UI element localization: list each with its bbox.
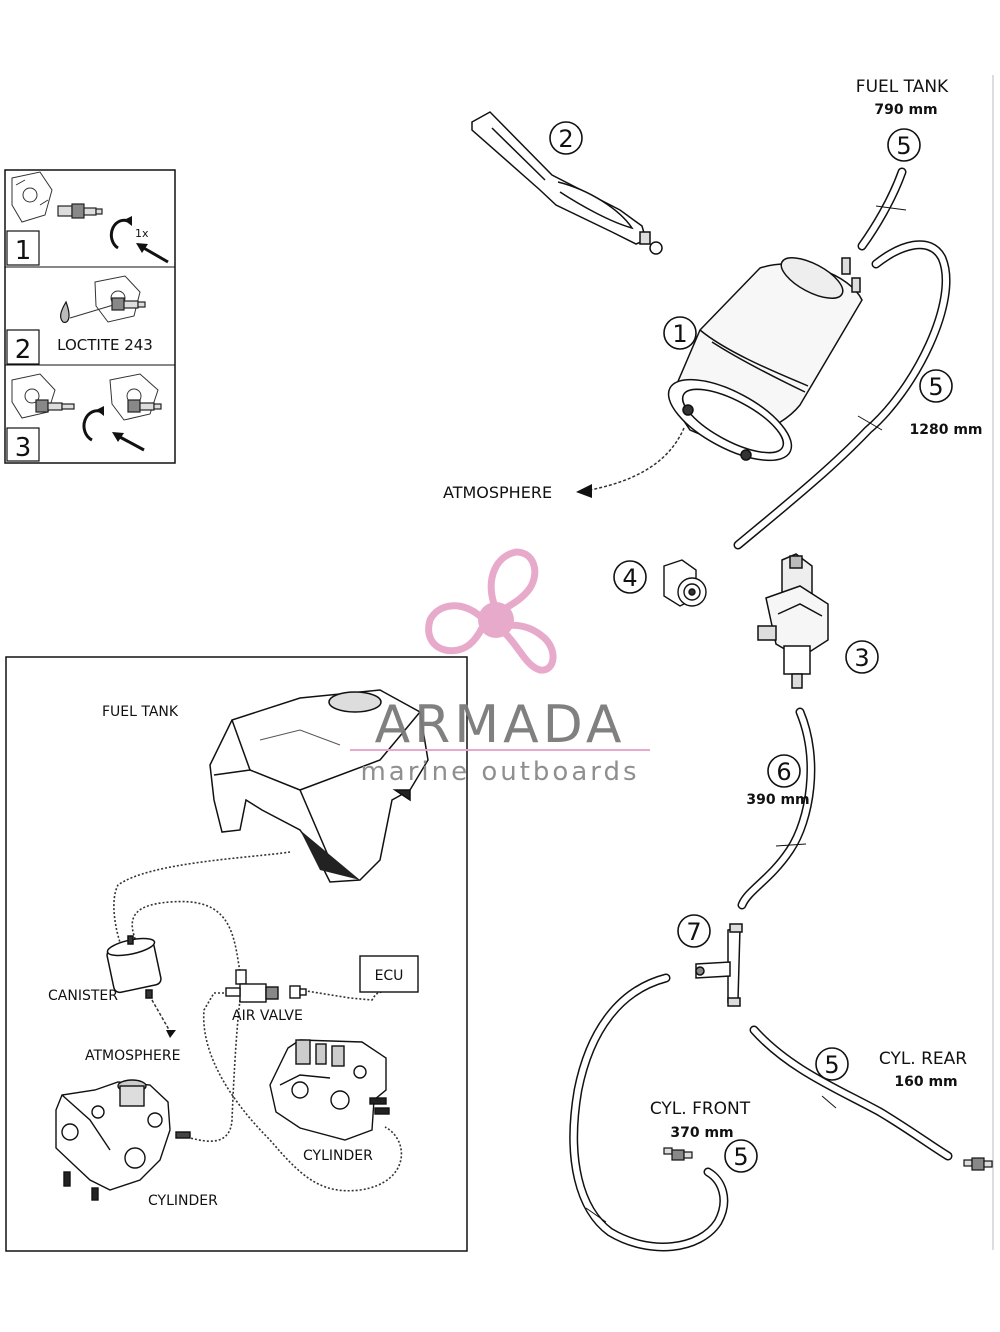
- carbon-canister: [667, 257, 863, 462]
- atmosphere-label: ATMOSPHERE: [443, 483, 552, 502]
- inset-air-valve-label: AIR VALVE: [232, 1008, 303, 1024]
- air-valve: [757, 553, 829, 689]
- steps-panel: 1 1x 2: [4, 169, 176, 464]
- svg-text:1: 1: [672, 320, 687, 348]
- fuel-tank-drawing: [209, 689, 429, 883]
- part-callout-5-front: 5: [724, 1139, 758, 1173]
- part-callout-4: 4: [613, 560, 647, 594]
- hose-cyl-front: [569, 973, 729, 1252]
- part-callout-5-long: 5: [919, 369, 953, 403]
- svg-text:5: 5: [896, 132, 911, 160]
- inset-rear-cylinder-drawing: [269, 1039, 390, 1141]
- cyl-rear-hose-length: 160 mm: [894, 1074, 957, 1090]
- hose-to-fuel-tank: [857, 167, 907, 251]
- atmosphere-vent-arrow: [589, 427, 685, 491]
- nipple-fitting-icon: [111, 297, 146, 311]
- inset-fuel-tank-label: FUEL TANK: [102, 704, 179, 720]
- step-1-note: 1x: [135, 227, 149, 240]
- engine-case-icon: [11, 171, 53, 223]
- hose-1280mm: [733, 240, 951, 550]
- hose-390mm-length: 390 mm: [746, 792, 809, 808]
- step-2-note: LOCTITE 243: [57, 336, 153, 354]
- svg-text:2: 2: [558, 125, 573, 153]
- inset-ecu-box: ECU: [359, 955, 419, 993]
- watermark-tagline: marine outboards: [360, 757, 639, 787]
- step-1-number: 1: [15, 236, 32, 266]
- cyl-front-hose-length: 370 mm: [670, 1125, 733, 1141]
- main-exploded-view: 2 1 ATMOSPHERE FUEL TANK: [443, 77, 993, 1252]
- nipple-fitting-icon: [35, 399, 162, 413]
- step-2-number: 2: [15, 335, 32, 365]
- cyl-rear-fitting: [963, 1157, 993, 1171]
- part-callout-6: 6: [767, 754, 801, 788]
- svg-text:5: 5: [928, 373, 943, 401]
- cyl-front-fitting: [663, 1147, 693, 1161]
- svg-text:5: 5: [733, 1143, 748, 1171]
- part-callout-3: 3: [845, 640, 879, 674]
- cyl-front-label: CYL. FRONT: [650, 1099, 751, 1119]
- part-callout-1: 1: [663, 316, 697, 350]
- watermark-brand: ARMADA: [375, 695, 626, 755]
- adhesive-drop-icon: [60, 300, 70, 323]
- y-connector: [695, 923, 743, 1007]
- armada-watermark: ARMADA marine outboards: [350, 548, 650, 787]
- fuel-tank-hose-length: 790 mm: [874, 102, 937, 118]
- valve-holder-clip: [663, 559, 707, 607]
- inset-front-cylinder-drawing: [55, 1079, 191, 1201]
- svg-text:4: 4: [622, 564, 637, 592]
- push-arrow-icon: [136, 243, 169, 264]
- system-schematic-inset: FUEL TANK CANISTER: [5, 656, 468, 1252]
- svg-text:3: 3: [854, 644, 869, 672]
- step-2: 2 LOCTITE 243: [6, 275, 153, 365]
- part-callout-5-tank: 5: [887, 128, 921, 162]
- inset-ecu-label: ECU: [375, 968, 404, 984]
- propeller-logo-icon: [425, 548, 557, 674]
- cyl-rear-label: CYL. REAR: [879, 1049, 967, 1069]
- canister-holder-bracket: [471, 111, 663, 255]
- nipple-fitting-icon: [57, 203, 103, 219]
- part-callout-7: 7: [677, 914, 711, 948]
- step-3-number: 3: [15, 433, 32, 463]
- fuel-tank-label: FUEL TANK: [856, 77, 949, 97]
- inset-canister-label: CANISTER: [48, 988, 118, 1004]
- inset-atmosphere-arrow: [151, 999, 176, 1038]
- part-callout-2: 2: [549, 121, 583, 155]
- svg-text:5: 5: [824, 1051, 839, 1079]
- hose-1280mm-length: 1280 mm: [909, 422, 982, 438]
- rotate-arrow-icon: [82, 409, 103, 442]
- push-arrow-icon: [112, 432, 145, 452]
- svg-text:7: 7: [686, 918, 701, 946]
- step-3: 3: [6, 373, 162, 463]
- inset-canister-drawing: [106, 935, 162, 999]
- svg-text:6: 6: [776, 758, 791, 786]
- inset-rear-cylinder-label: CYLINDER: [303, 1148, 373, 1164]
- inset-air-valve-drawing: [225, 969, 307, 1003]
- inset-vent-lines: [113, 851, 403, 1192]
- step-1: 1 1x: [6, 171, 169, 266]
- hose-cyl-rear: [749, 1025, 953, 1161]
- inset-atmosphere-label: ATMOSPHERE: [85, 1048, 180, 1064]
- hose-390mm: [737, 707, 816, 910]
- inset-front-cylinder-label: CYLINDER: [148, 1193, 218, 1209]
- part-callout-5-rear: 5: [815, 1047, 849, 1081]
